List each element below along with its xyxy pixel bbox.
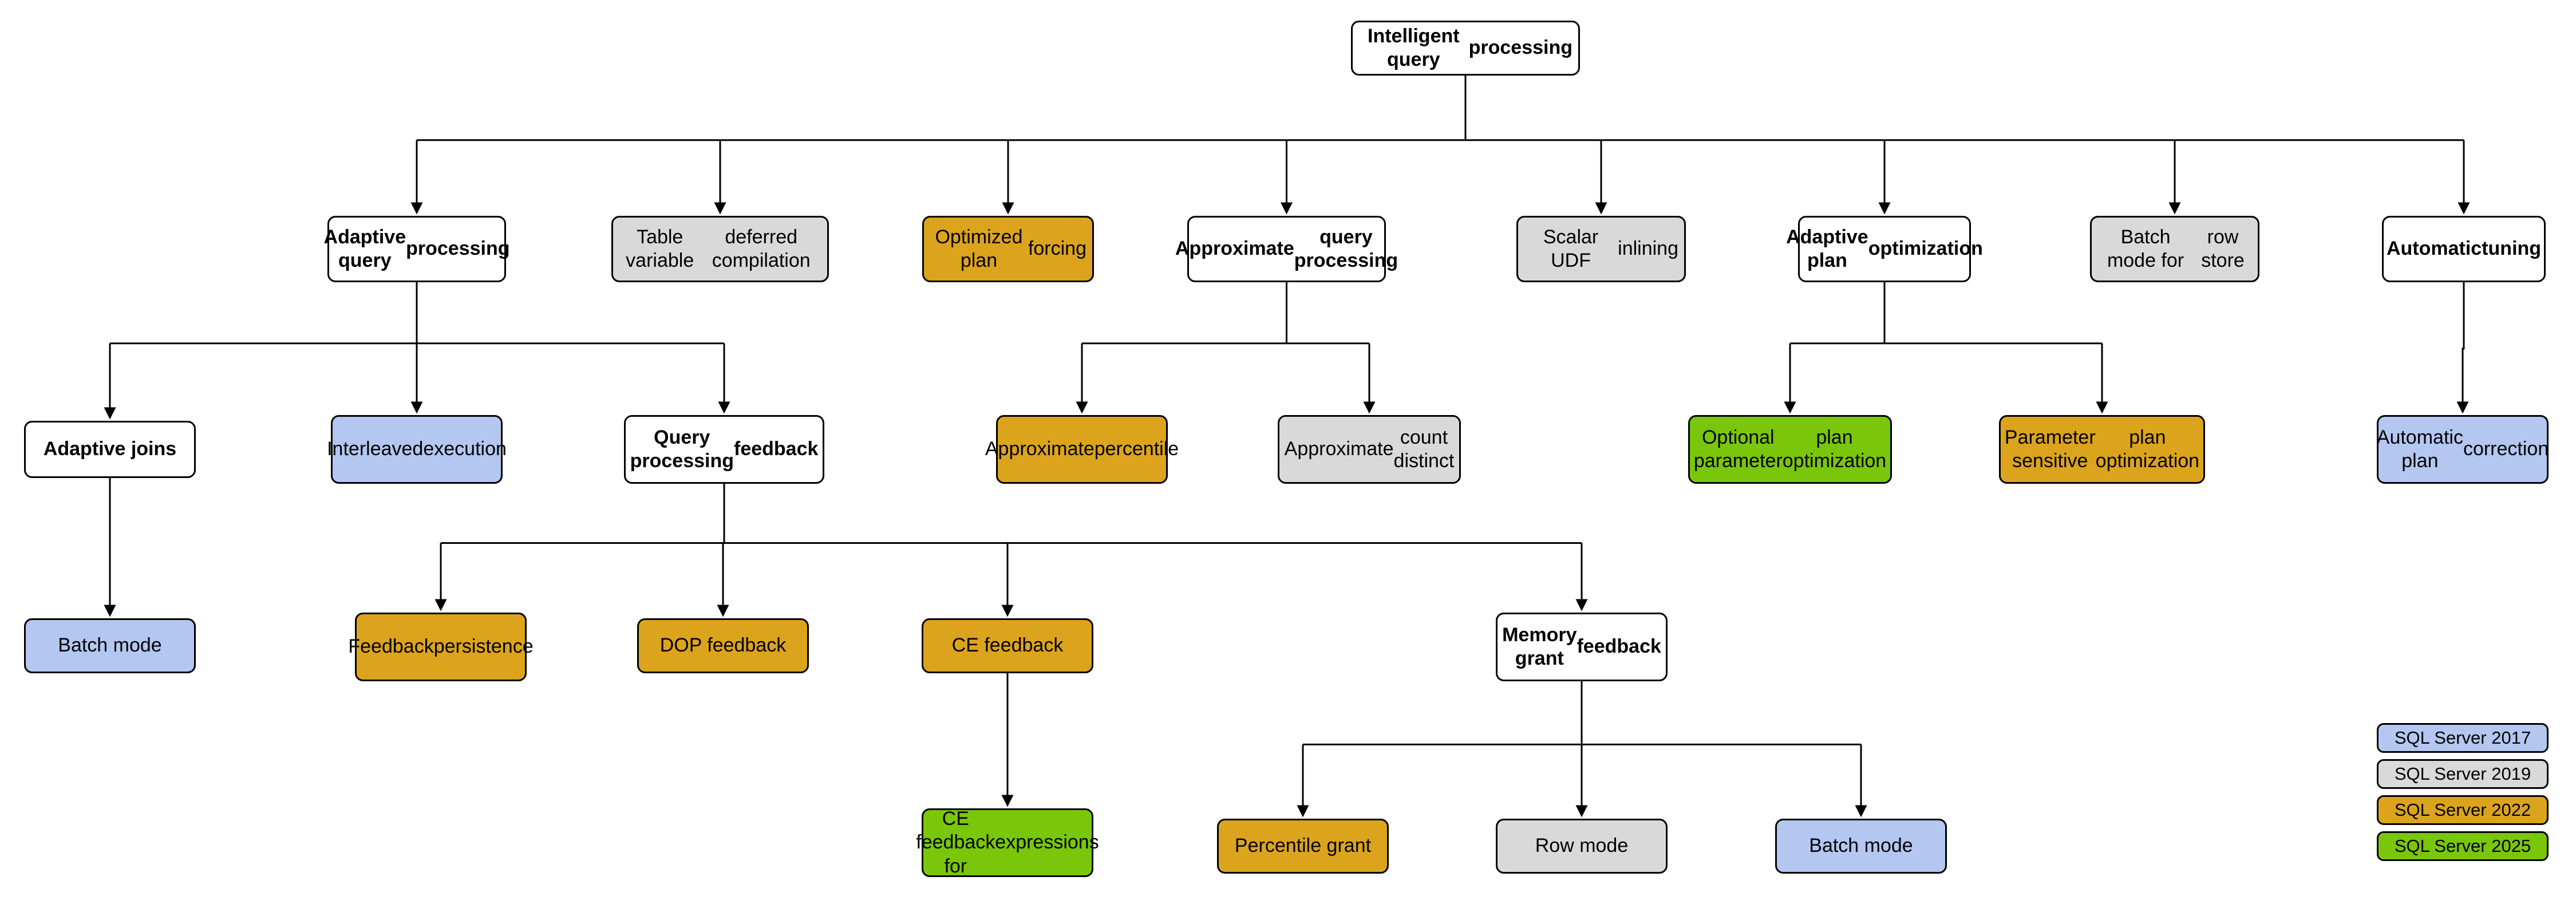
node-label-line: query processing — [1294, 226, 1398, 271]
node-label-line: feedback — [1577, 635, 1661, 658]
node-label-line: Optimized plan — [935, 226, 1023, 271]
legend-item-label: SQL Server 2025 — [2394, 836, 2531, 856]
node-label-line: Automatic — [2386, 238, 2482, 260]
node-label-line: row store — [2201, 226, 2245, 271]
legend-item-label: SQL Server 2017 — [2394, 728, 2531, 748]
node-batch1[interactable]: Batch mode — [24, 618, 196, 673]
legend-item-label: SQL Server 2022 — [2394, 800, 2531, 820]
node-label-line: Adaptive plan — [1786, 226, 1868, 271]
node-label-line: expressions — [995, 831, 1099, 854]
node-label-line: Scalar UDF — [1543, 226, 1599, 271]
legend-item-label: SQL Server 2019 — [2394, 764, 2531, 784]
node-root[interactable]: Intelligent query processing — [1351, 21, 1580, 76]
node-label-line: percentile — [1094, 438, 1179, 460]
node-label-line: Percentile grant — [1234, 835, 1372, 857]
node-label-line: optimization — [1868, 238, 1983, 260]
legend-item-0: SQL Server 2017 — [2377, 723, 2549, 753]
node-label-line: forcing — [1028, 238, 1086, 260]
node-rowmode[interactable]: Row mode — [1496, 819, 1668, 874]
node-label-line: Automatic plan — [2376, 426, 2463, 472]
node-udf[interactable]: Scalar UDF inlining — [1516, 216, 1686, 282]
node-label-line: Interleaved — [327, 438, 424, 460]
node-label-line: persistence — [433, 635, 534, 658]
node-label-line: Adaptive joins — [43, 438, 177, 460]
node-batch2[interactable]: Batch mode — [1775, 819, 1947, 874]
node-tvdc[interactable]: Table variable deferred compilation — [611, 216, 829, 282]
legend-item-1: SQL Server 2019 — [2377, 759, 2549, 789]
node-label-line: Intelligent query — [1368, 25, 1460, 70]
node-label-line: processing — [1468, 37, 1573, 59]
node-cefb[interactable]: CE feedback — [922, 618, 1093, 673]
node-label-line: Table variable — [626, 226, 694, 271]
node-label-line: Approximate — [985, 438, 1095, 460]
node-label-line: Batch mode — [1809, 835, 1913, 857]
node-label-line: Query processing — [630, 426, 734, 472]
node-label-line: execution — [423, 438, 507, 460]
node-label-line: Batch mode for — [2107, 226, 2184, 271]
node-label-line: inlining — [1618, 238, 1678, 260]
node-label-line: tuning — [2482, 238, 2542, 260]
node-label-line: Approximate — [1284, 438, 1394, 460]
node-label-line: Memory grant — [1502, 623, 1577, 669]
node-label-line: feedback — [734, 438, 819, 460]
node-label-line: deferred compilation — [712, 226, 811, 271]
node-label-line: Approximate — [1175, 238, 1294, 260]
node-label-line: CE feedback for — [916, 807, 995, 877]
edge — [2456, 282, 2469, 414]
legend-item-3: SQL Server 2025 — [2377, 831, 2549, 861]
node-label-line: Feedback — [348, 635, 434, 658]
node-label-line: plan optimization — [1782, 426, 1887, 472]
node-label-line: Row mode — [1535, 835, 1629, 857]
node-pgrant[interactable]: Percentile grant — [1217, 819, 1389, 874]
node-bmrs[interactable]: Batch mode for row store — [2090, 216, 2259, 282]
node-label-line: Optional parameter — [1693, 426, 1783, 472]
node-label-line: Batch mode — [58, 634, 162, 657]
legend-item-2: SQL Server 2022 — [2377, 795, 2549, 825]
node-label-line: processing — [406, 238, 510, 260]
node-label-line: plan optimization — [2095, 426, 2200, 472]
node-label-line: Parameter sensitive — [2004, 426, 2096, 472]
node-label-line: DOP feedback — [659, 634, 787, 657]
node-label-line: count distinct — [1393, 426, 1455, 472]
node-label-line: correction — [2463, 438, 2549, 460]
node-label-line: CE feedback — [951, 634, 1064, 657]
node-dopfb[interactable]: DOP feedback — [637, 618, 809, 673]
node-label-line: Adaptive query — [323, 226, 406, 271]
node-ajoins[interactable]: Adaptive joins — [24, 421, 196, 478]
